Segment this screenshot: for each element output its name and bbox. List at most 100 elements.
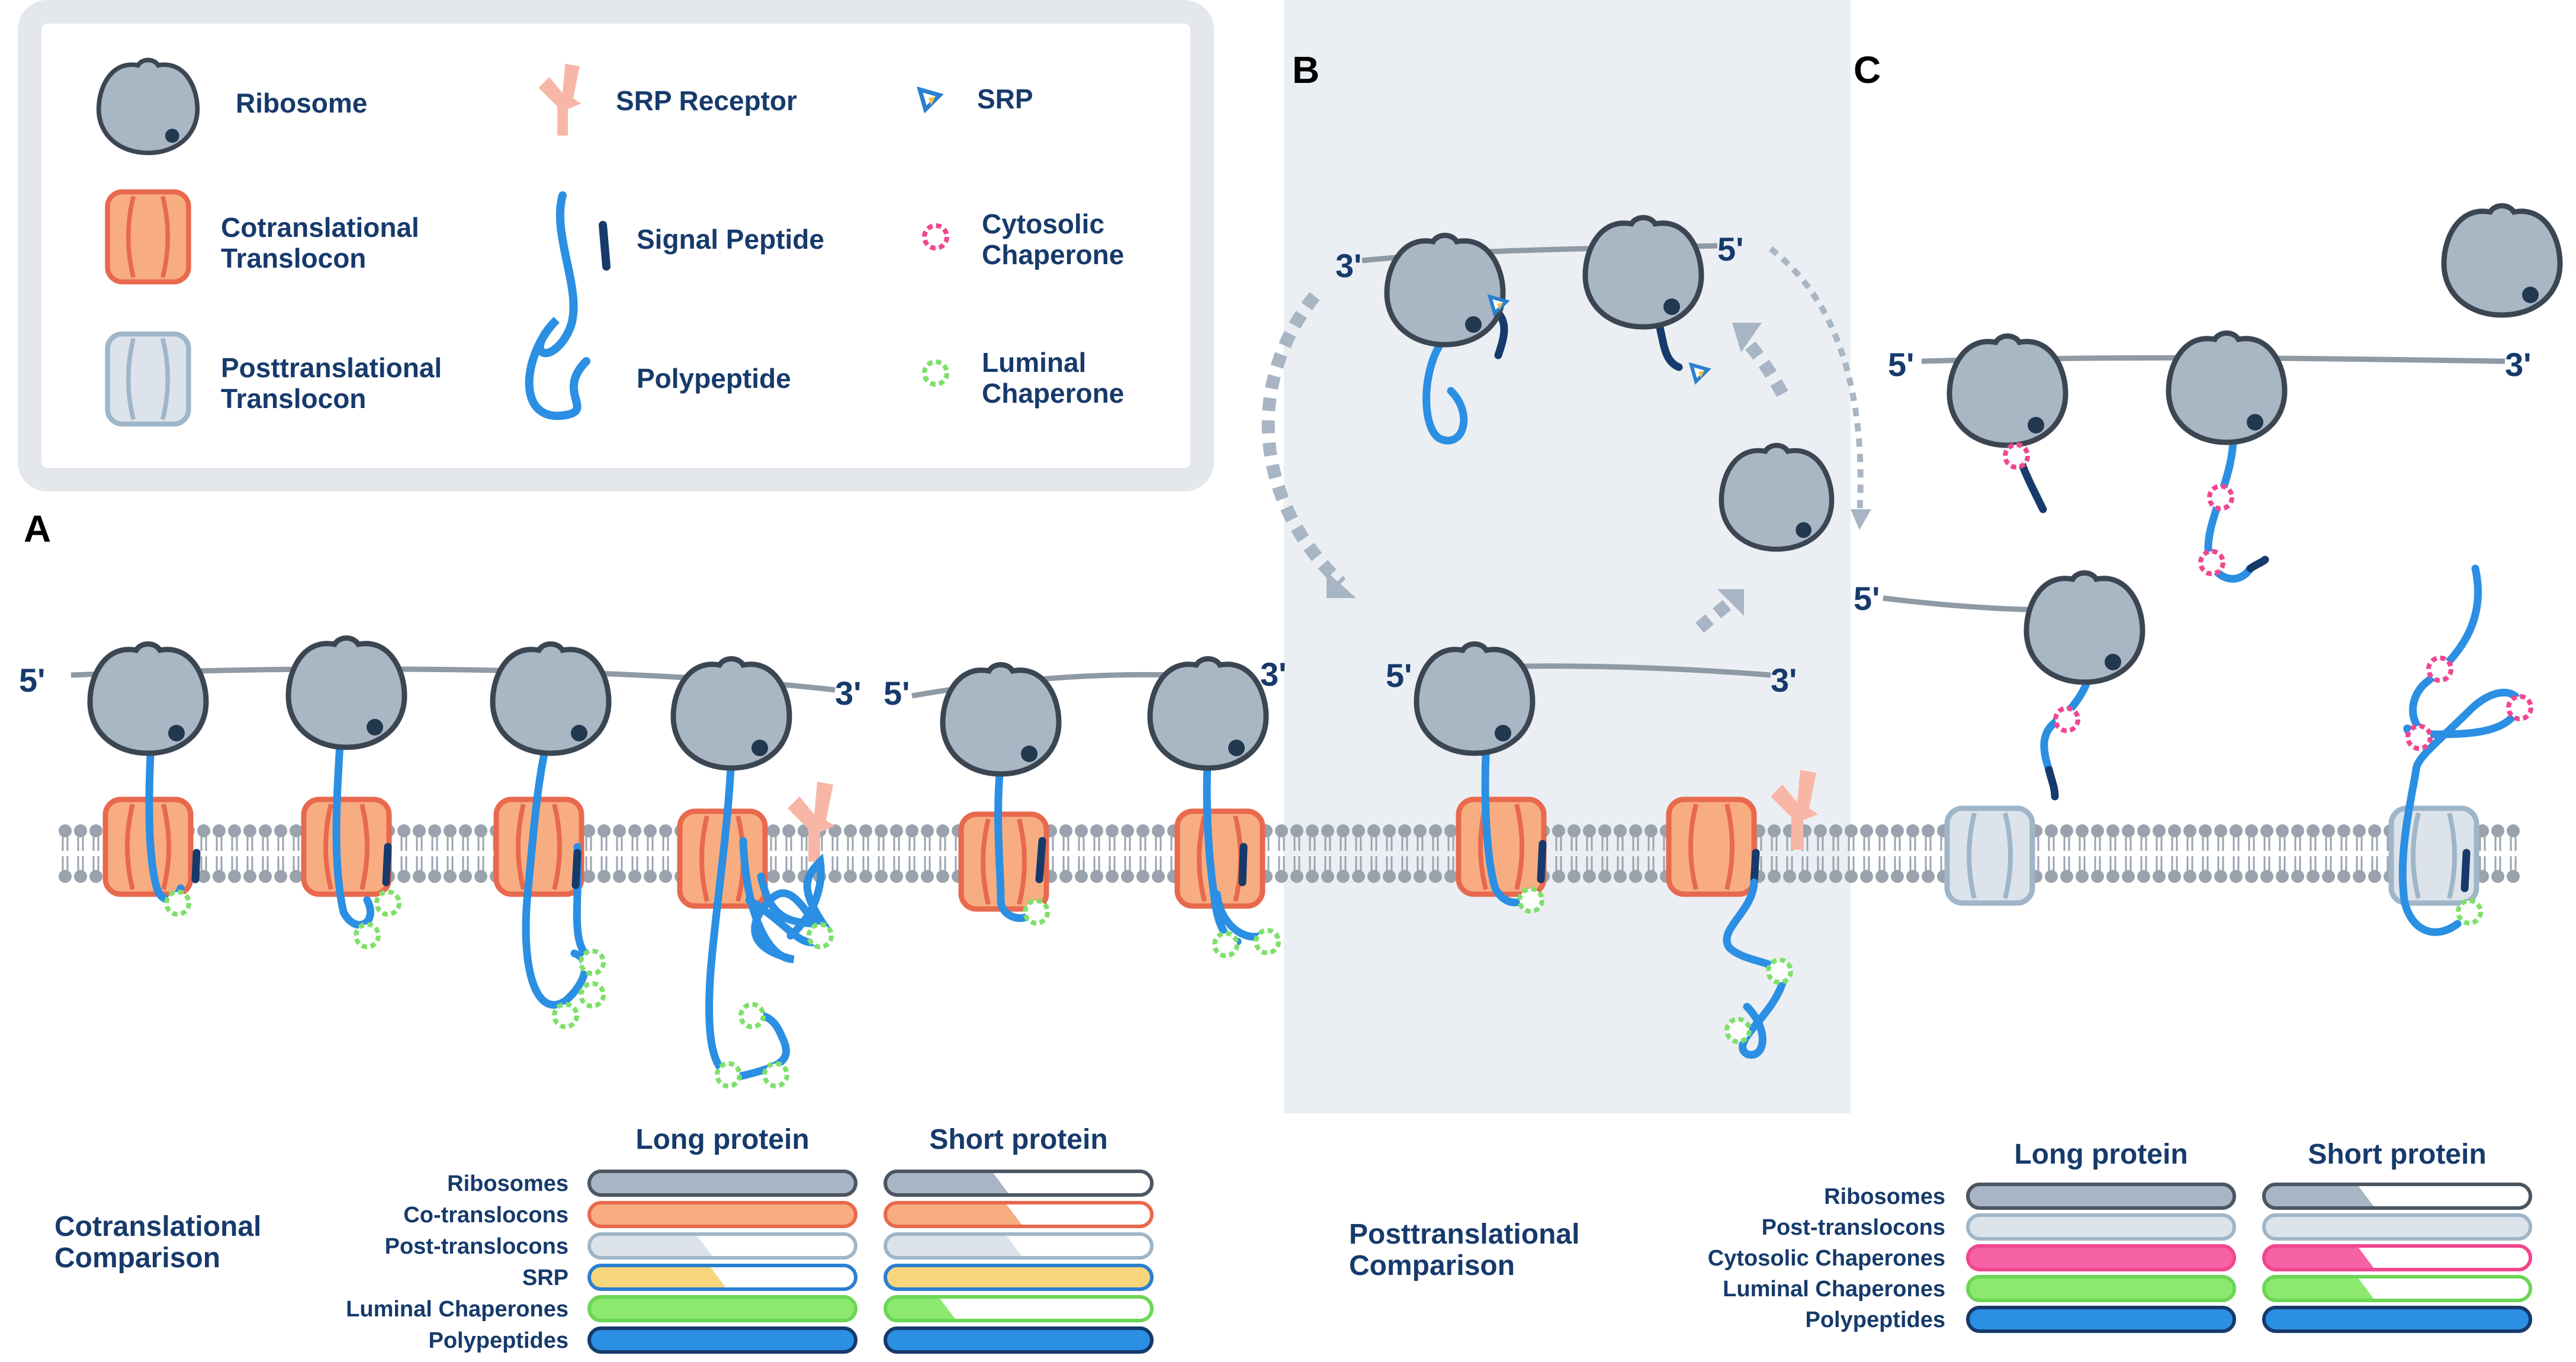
luminal-chaperone: [377, 892, 399, 914]
comparison-bar-short: [2262, 1213, 2532, 1241]
mrna-5prime-label: 5': [1386, 657, 1412, 694]
legend-posttranslational-translocon-label-1: Posttranslational: [221, 352, 442, 383]
polypeptide: [1422, 333, 1468, 445]
luminal-chaperone: [581, 951, 603, 974]
signal-peptide: [1537, 840, 1547, 884]
comparison-row: Post-translocons: [385, 1232, 1154, 1260]
comparison-row: Ribosomes: [1824, 1183, 2532, 1210]
arrowhead: [1732, 323, 1762, 352]
comparison-row-label: SRP: [522, 1265, 568, 1290]
comparison-row-label: Post-translocons: [1762, 1215, 1945, 1240]
ribosome: [1585, 218, 1701, 327]
luminal-chaperone: [1520, 889, 1542, 911]
comparison-title-1: Posttranslational: [1349, 1219, 1579, 1250]
posttranslational-translocon: [1947, 808, 2032, 903]
comparison-bar-short: [884, 1264, 1154, 1291]
comparison-row-label: Luminal Chaperones: [346, 1297, 568, 1322]
luminal-chaperone: [554, 1004, 577, 1027]
cytosolic-chaperone: [2408, 726, 2430, 749]
comparison-row: SRP: [522, 1264, 1154, 1291]
comparison-bar-long: [587, 1201, 857, 1228]
luminal-chaperone: [1256, 930, 1279, 953]
cytosolic-chaperone: [2429, 658, 2451, 680]
legend-luminal-chaperone-icon: [924, 362, 947, 384]
panel-a-polypeptides: [145, 730, 1265, 1081]
arrowhead: [1851, 509, 1871, 530]
comparison-row: Polypeptides: [429, 1326, 1154, 1354]
mrna-3prime-label: 3': [835, 674, 861, 712]
legend-cotranslational-translocon-label-1: Cotranslational: [221, 212, 419, 243]
comparison-row: Polypeptides: [1806, 1306, 2532, 1333]
comparison-row: Co-translocons: [403, 1201, 1154, 1228]
comparison-bar-short: [2262, 1183, 2532, 1210]
comparison-row-label: Polypeptides: [429, 1328, 569, 1353]
comparison-title-1: Cotranslational: [54, 1211, 261, 1242]
comparison-row: Ribosomes: [447, 1170, 1154, 1197]
legend-cytosolic-chaperone-label-1: Cytosolic: [982, 208, 1104, 239]
ribosome: [1417, 644, 1533, 754]
polypeptide: [2204, 422, 2254, 583]
luminal-chaperone: [166, 892, 189, 914]
comparison-row-label: Luminal Chaperones: [1723, 1277, 1945, 1302]
comparison-bar-short: [884, 1170, 1154, 1197]
comparison-bar-long: [587, 1232, 857, 1260]
legend-cotranslational-translocon-icon: [108, 192, 189, 282]
panel-b-background: [1284, 0, 1851, 1113]
comparison-row: Post-translocons: [1762, 1213, 2532, 1241]
panel-b-letter: B: [1292, 49, 1319, 91]
comparison-bar-short: [2262, 1275, 2532, 1302]
mrna-5prime-label: 5': [1888, 346, 1914, 383]
comparison-bar-long: [587, 1264, 857, 1291]
cytosolic-chaperone: [2209, 486, 2232, 509]
mrna-5prime-label: 5': [884, 674, 910, 712]
cytosolic-chaperone: [2055, 708, 2078, 731]
column-header-short: Short protein: [2308, 1139, 2486, 1170]
legend-cytosolic-chaperone-icon: [924, 226, 947, 248]
comparison-row-label: Ribosomes: [447, 1171, 568, 1196]
mrna-5prime-label: 5': [1717, 230, 1743, 268]
comparison-bar-long: [587, 1295, 857, 1322]
srp-receptor: [788, 782, 835, 862]
cotranslational-translocon: [1459, 799, 1544, 894]
comparison-row-label: Polypeptides: [1806, 1308, 1946, 1332]
panel-c-letter: C: [1854, 49, 1881, 91]
ribosome: [2026, 573, 2143, 683]
ribosome: [1387, 236, 1503, 345]
comparison-bar-long: [1966, 1275, 2236, 1302]
comparison-bar-long: [1966, 1183, 2236, 1210]
comparison-row-label: Ribosomes: [1824, 1184, 1945, 1209]
cotranslational-translocon: [304, 799, 389, 894]
comparison-row-label: Post-translocons: [385, 1234, 568, 1259]
comparison-bar-long: [1966, 1306, 2236, 1333]
luminal-chaperone: [1215, 933, 1237, 956]
comparison-bar-long: [1966, 1213, 2236, 1241]
ribosome: [493, 644, 609, 754]
column-header-short: Short protein: [929, 1124, 1107, 1155]
column-header-long: Long protein: [635, 1124, 809, 1155]
cytosolic-chaperone: [2201, 551, 2223, 574]
comparison-row: Luminal Chaperones: [1723, 1275, 2532, 1302]
column-header-long: Long protein: [2014, 1139, 2188, 1170]
polypeptide: [2398, 564, 2523, 936]
signal-peptide: [2246, 555, 2269, 573]
ribosome: [1150, 659, 1266, 769]
signal-peptide: [2461, 849, 2471, 892]
comparison-bar-short: [2262, 1244, 2532, 1271]
comparison-bar-short: [2262, 1306, 2532, 1333]
luminal-chaperone: [356, 924, 378, 947]
legend-posttranslational-translocon-label-2: Translocon: [221, 383, 366, 414]
ribosome: [1721, 445, 1832, 549]
luminal-chaperone: [809, 924, 831, 947]
arrowhead: [1326, 571, 1356, 598]
ribosome: [2169, 333, 2285, 443]
mrna-3prime-label: 3': [1335, 247, 1361, 284]
mrna-3prime-label: 3': [1771, 661, 1797, 699]
comparison-bar-long: [1966, 1244, 2236, 1271]
legend-polypeptide-icon: [525, 191, 590, 420]
luminal-chaperone: [765, 1064, 787, 1086]
cotranslational-translocon: [1669, 799, 1754, 894]
mrna-3prime-label: 3': [2505, 346, 2531, 383]
recycle-arrow: [1261, 292, 1346, 589]
luminal-chaperone: [1727, 1019, 1749, 1042]
mrna-5prime-label: 5': [1854, 580, 1880, 617]
